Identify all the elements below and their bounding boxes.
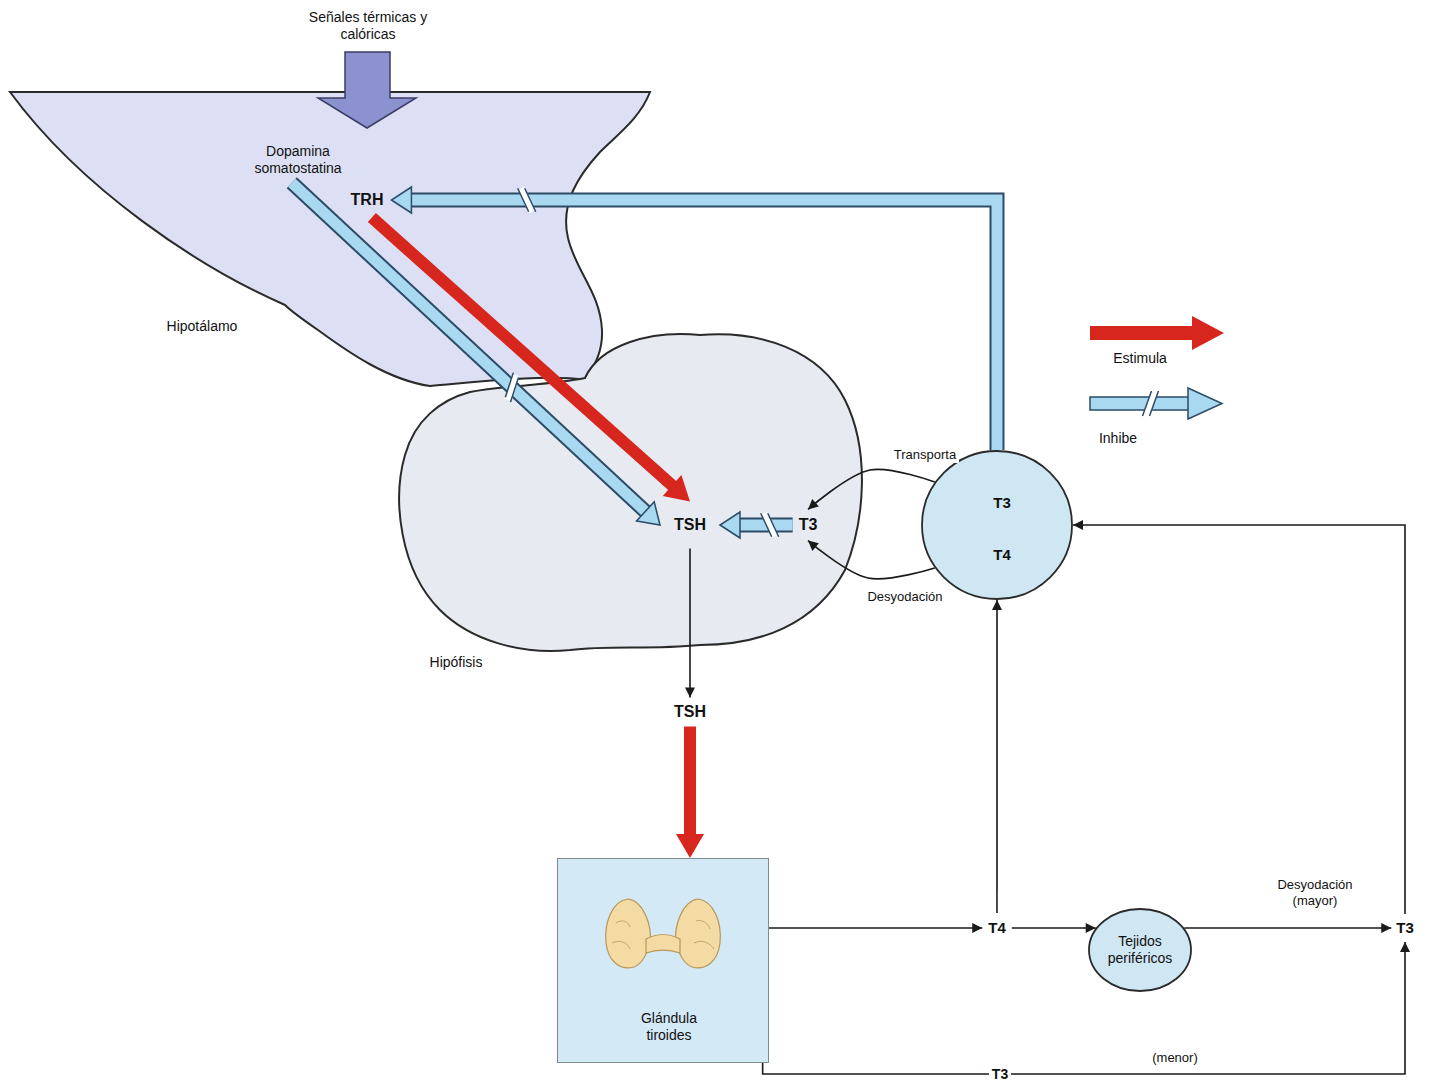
text-holder: Hipotálamo — [167, 318, 238, 335]
legend-text: Estimula — [1113, 350, 1167, 367]
connector-line — [769, 927, 982, 929]
break-mark — [510, 377, 518, 402]
node-text: TSH — [674, 515, 706, 534]
text-holder: Estimula — [1113, 350, 1167, 367]
tissue-ellipse: Tejidos periféricos — [1088, 908, 1192, 992]
node-text: T3 — [993, 494, 1011, 512]
hormone-label: TSH — [669, 697, 711, 726]
flow-arrow — [1184, 928, 1391, 929]
hormone-label: TRH — [343, 182, 392, 217]
edge-label: Transporta — [891, 447, 959, 463]
node-text: T3 — [1396, 919, 1414, 937]
node-text: Dopamina somatostatina — [242, 143, 354, 177]
region-outline — [921, 450, 1073, 600]
hormone-label: T3 — [1391, 914, 1419, 942]
connector-line — [1073, 525, 1405, 914]
node-text: Hipófisis — [430, 654, 483, 671]
connector-line — [1012, 927, 1096, 929]
flow-arrow — [1073, 525, 1405, 914]
connector-line — [763, 942, 1405, 1074]
hormone-label: TSH — [660, 501, 720, 548]
region-outline — [10, 88, 660, 390]
text-holder: Inhibe — [1099, 430, 1137, 447]
note-text: (menor) — [1152, 1050, 1198, 1066]
thyroid-illustration — [598, 893, 728, 973]
text-holder: (menor) — [1152, 1050, 1198, 1066]
node-text: TSH — [674, 702, 706, 721]
text-holder: T3 — [989, 1066, 1011, 1083]
text-holder: Desyodación — [864, 589, 945, 605]
node-text: T4 — [993, 546, 1011, 564]
text-holder: Glándula tiroides — [619, 1010, 719, 1044]
thyroid-box: Glándula tiroides — [557, 858, 769, 1063]
hypothalamus-region: Dopamina somatostatinaTRH Hipotálamo — [10, 88, 660, 390]
legend-inhibit-sample — [1090, 388, 1222, 419]
flow-arrow — [769, 928, 982, 929]
node-text: Glándula tiroides — [619, 1010, 719, 1044]
hormone-pool-circle: T3T4 — [921, 450, 1073, 600]
stimulate-arrow — [676, 727, 704, 858]
arrow-body — [684, 727, 696, 836]
hormone-label: Dopamina somatostatina — [236, 137, 360, 183]
note-text: Señales térmicas y calóricas — [293, 9, 443, 43]
flow-arrow — [1012, 928, 1096, 929]
flow-arrow — [763, 942, 1405, 1074]
text-holder: Hipófisis — [430, 654, 483, 671]
node-text: T3 — [799, 515, 818, 534]
legend-text: Inhibe — [1099, 430, 1137, 447]
text-holder: Señales térmicas y calóricas — [293, 9, 443, 43]
hormone-label: T4 — [982, 913, 1012, 943]
edge-label: Desyodación — [864, 589, 945, 605]
edge-label: Desyodación (mayor) — [1265, 877, 1365, 908]
connector-line — [996, 600, 998, 913]
node-text: TRH — [351, 190, 384, 209]
text-holder: T3 — [993, 494, 1011, 512]
node-text: T4 — [988, 919, 1006, 937]
text-holder: Desyodación (mayor) — [1265, 877, 1365, 908]
legend-stimulate-sample — [1090, 316, 1224, 350]
arrow-head — [676, 834, 704, 858]
text-holder: Tejidos periféricos — [1095, 933, 1185, 967]
text-holder: Transporta — [891, 447, 959, 463]
hormone-label: T3 — [793, 509, 824, 540]
flow-arrow — [996, 600, 997, 913]
text-holder: T4 — [993, 546, 1011, 564]
break-mark — [505, 373, 513, 398]
connector-line — [1184, 927, 1391, 929]
region-outline — [380, 318, 880, 680]
node-text: Tejidos periféricos — [1095, 933, 1185, 967]
pituitary-region: TSH T3Hipófisis — [380, 318, 880, 680]
edge-label: T3 — [989, 1066, 1011, 1083]
node-text: Hipotálamo — [167, 318, 238, 335]
flow-arrow — [690, 549, 691, 698]
connector-line — [689, 549, 691, 698]
